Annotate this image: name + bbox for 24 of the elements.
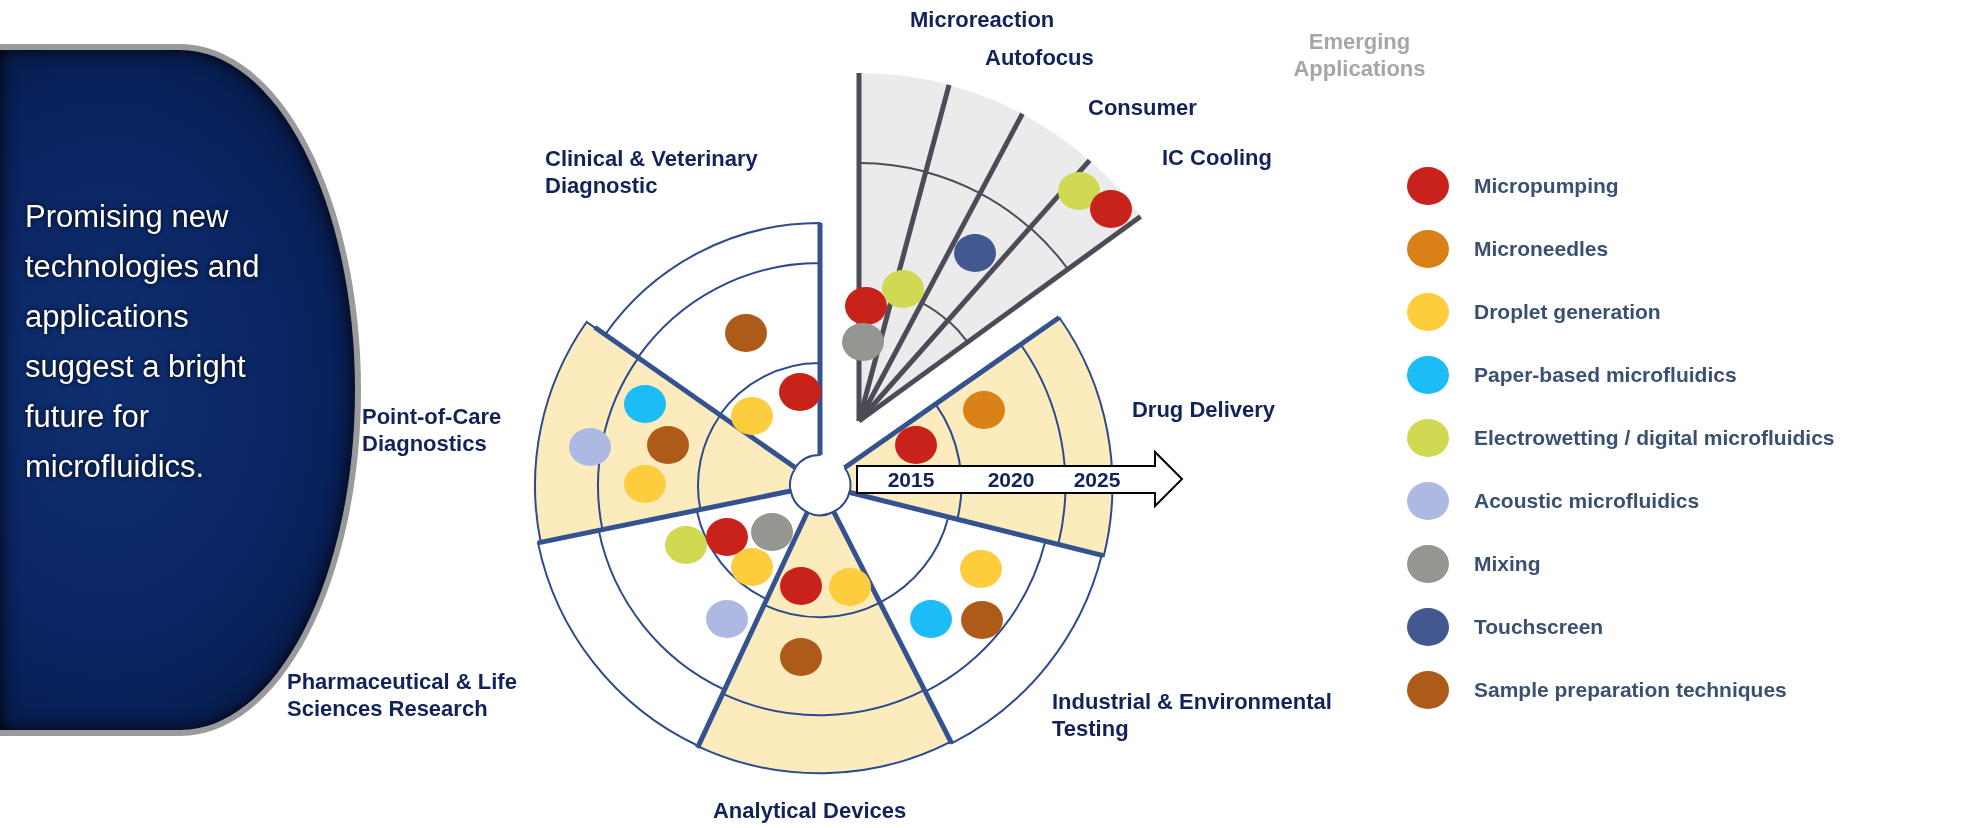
- category-label: Pharmaceutical & Life Sciences Research: [287, 668, 518, 722]
- category-label: Clinical & Veterinary Diagnostic: [545, 145, 759, 199]
- category-label: Analytical Devices: [713, 797, 908, 824]
- legend-label: Microneedles: [1474, 236, 1609, 262]
- panel-text: Promising new technologies and applications suggest a bright future for microfluidics.: [25, 198, 261, 486]
- legend-label: Mixing: [1474, 551, 1541, 577]
- category-label: Industrial & Environmental Testing: [1052, 688, 1333, 742]
- year-label: 2020: [987, 468, 1035, 492]
- legend-label: Micropumping: [1474, 173, 1619, 199]
- legend-label: Droplet generation: [1474, 299, 1661, 325]
- category-label: Consumer: [1088, 94, 1197, 121]
- category-label: IC Cooling: [1162, 144, 1272, 171]
- category-label: Drug Delivery: [1132, 396, 1277, 423]
- category-label: Microreaction: [910, 6, 1055, 33]
- legend-label: Touchscreen: [1474, 614, 1604, 640]
- category-label: Autofocus: [985, 44, 1094, 71]
- year-label: 2025: [1073, 468, 1121, 492]
- legend-label: Paper-based microfluidics: [1474, 362, 1737, 388]
- legend-label: Acoustic microfluidics: [1474, 488, 1700, 514]
- category-label: Point-of-Care Diagnostics: [362, 403, 503, 457]
- legend-label: Electrowetting / digital microfluidics: [1474, 425, 1835, 451]
- year-label: 2015: [887, 468, 935, 492]
- category-label: Emerging Applications: [1292, 28, 1427, 82]
- legend-label: Sample preparation techniques: [1474, 677, 1787, 703]
